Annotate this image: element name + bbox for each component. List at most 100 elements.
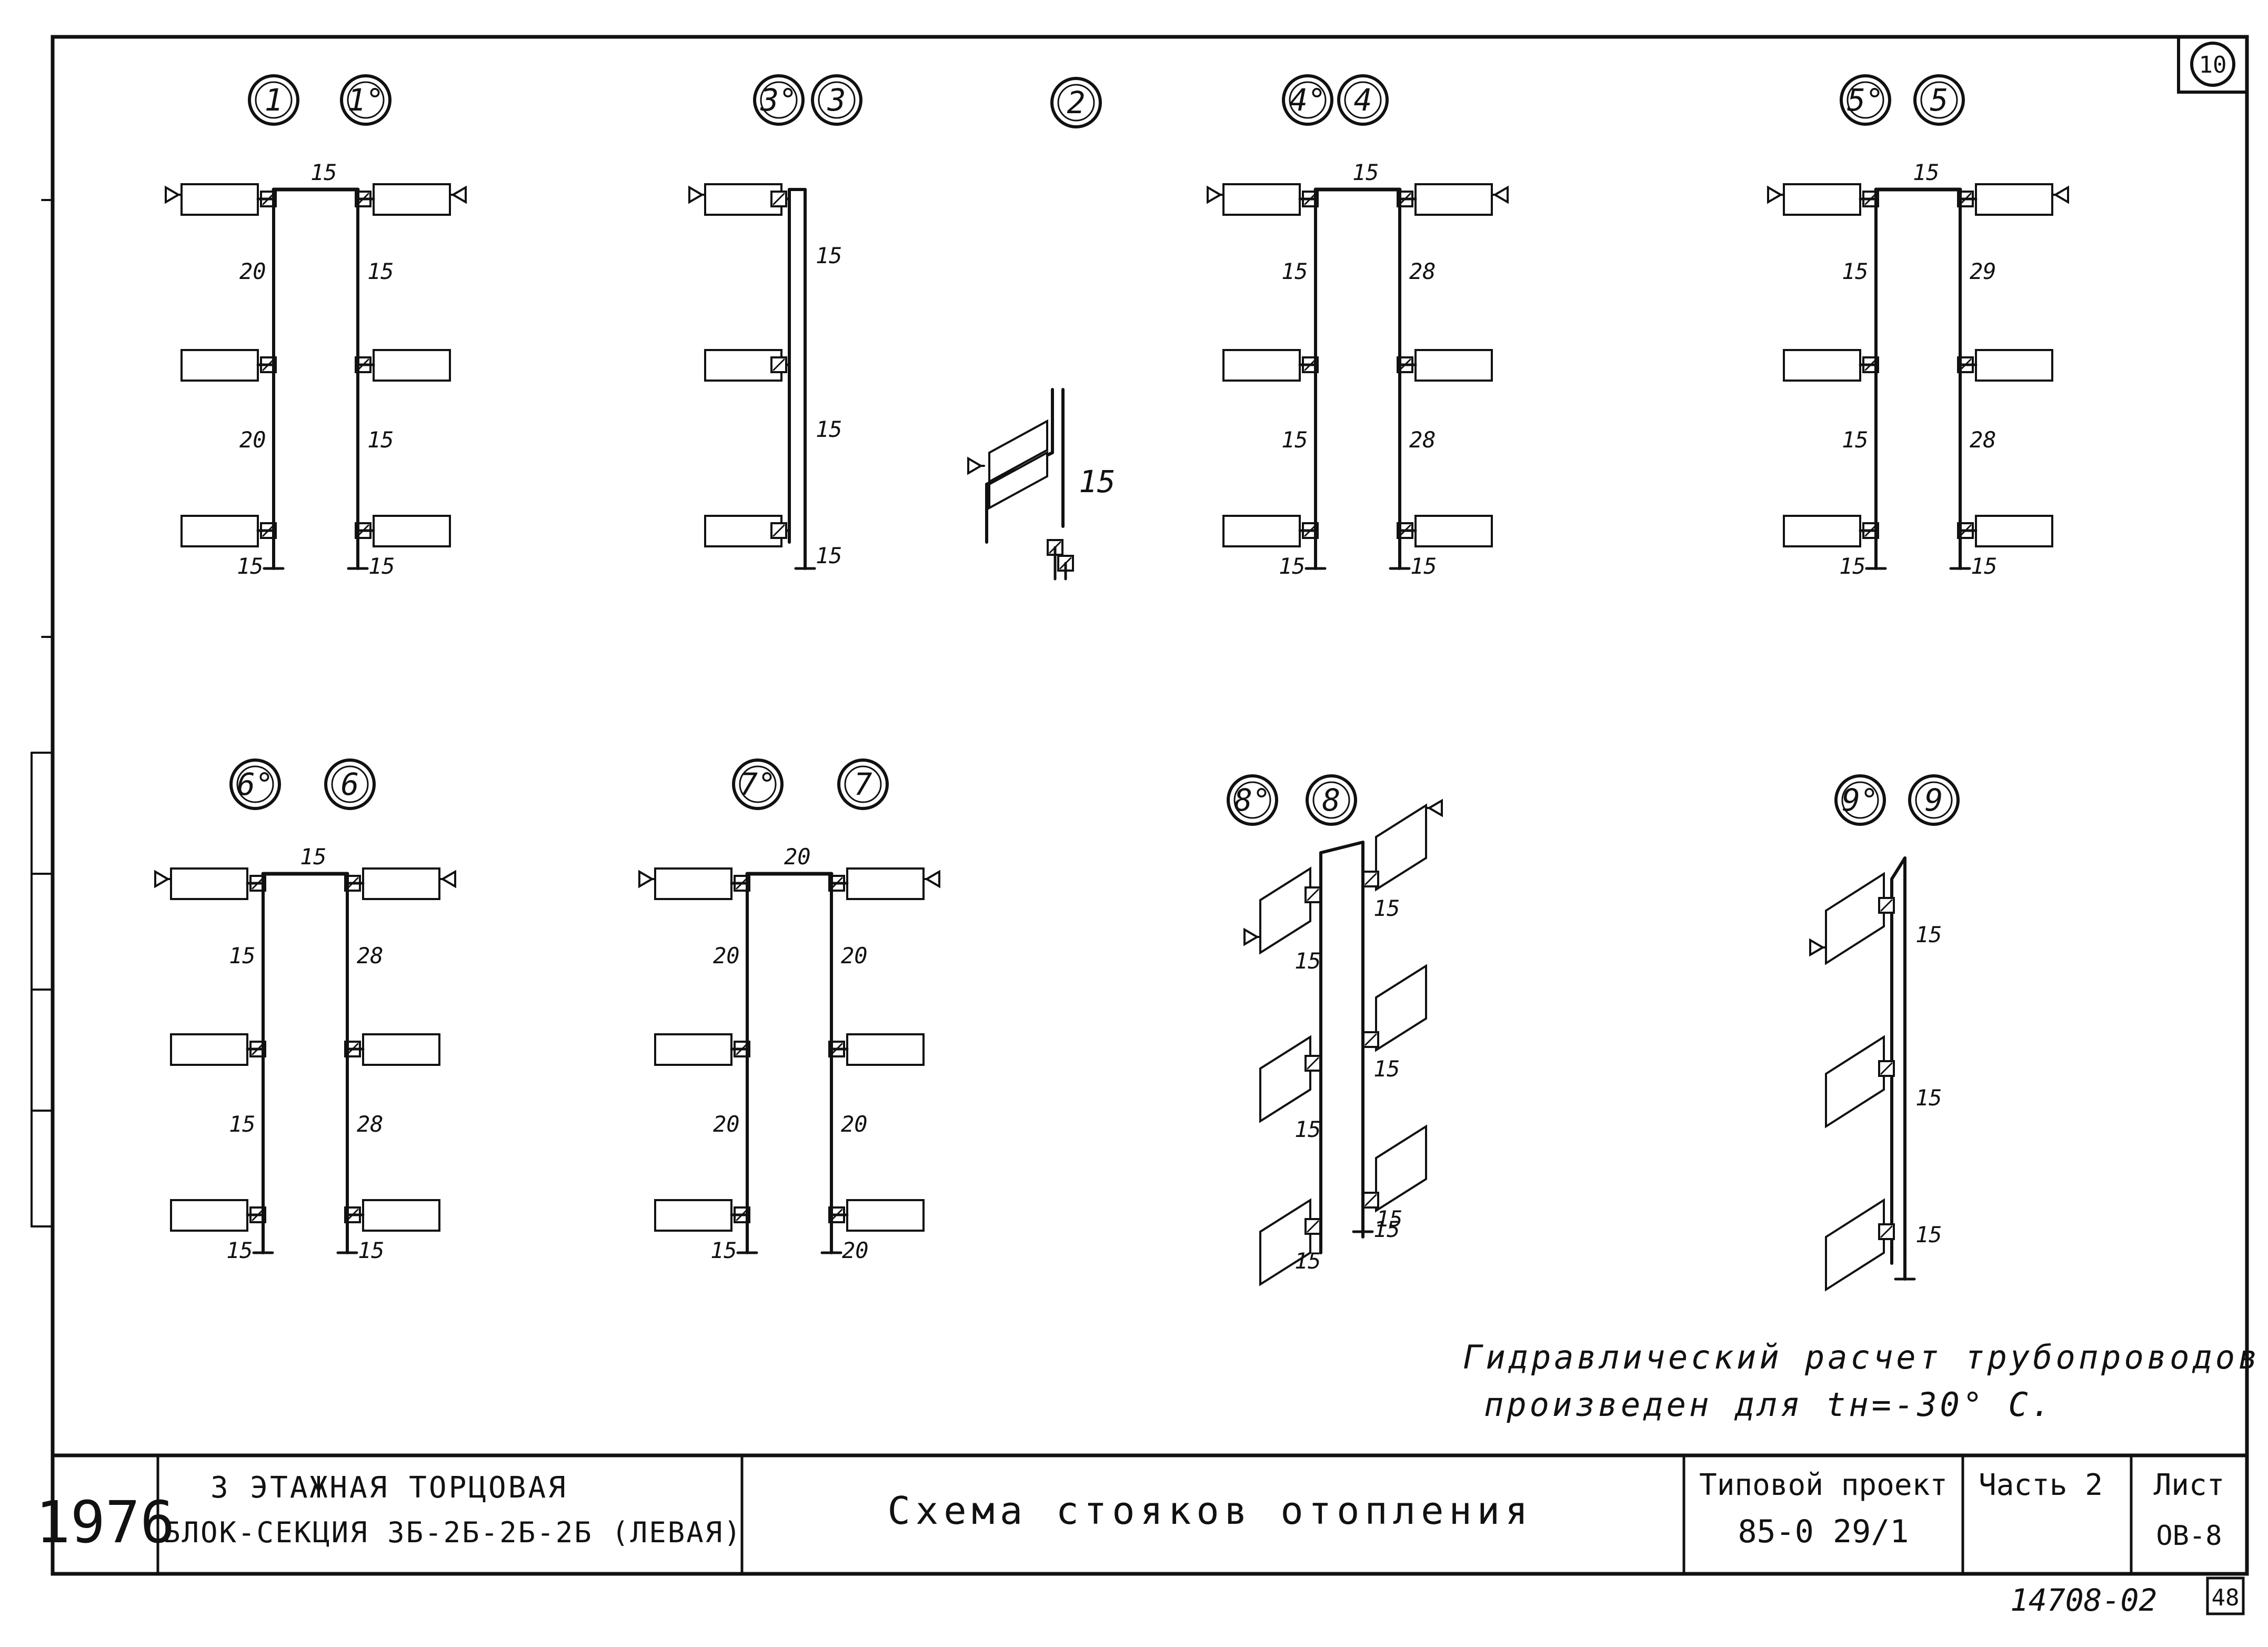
air-vent-icon [1809,938,1827,957]
valve-stem [1307,1220,1319,1233]
riser-marker-inner-circle [1841,781,1879,819]
riser-marker: 9° [1834,774,1886,826]
riser-marker-label: 5 [1930,82,1949,118]
radiator [1975,183,2053,216]
radiator [373,183,451,216]
radiator [1783,183,1861,216]
riser-marker-label: 7° [739,766,776,802]
pipe-diameter-label: 15 [1376,1206,1403,1232]
radiator [654,1033,732,1066]
riser-marker: 4° [1282,74,1333,126]
radiator [846,1033,925,1066]
riser-marker: 4 [1337,74,1389,126]
radiator-body [704,349,782,382]
radiator-body [846,867,925,900]
air-vent-cone [1427,798,1443,817]
sheet-number: 10 [2199,52,2227,78]
page-number: 48 [2212,1584,2240,1611]
riser-marker: 2 [1050,77,1102,128]
pipe-diameter-label: 15 [1294,1116,1321,1142]
pipe-diameter-label: 15 [1915,1222,1942,1247]
radiator-body [170,1199,248,1232]
radiator-body [170,1033,248,1066]
air-vent-cone [451,185,467,204]
radiator [1414,183,1493,216]
drain-fitting [1352,1204,1374,1233]
radiator [846,1199,925,1232]
valve-stem [1364,873,1377,885]
drain-fitting [820,1225,842,1254]
riser-marker-label: 5° [1847,82,1884,118]
pipe-diameter-label: 20 [239,258,266,284]
air-vent-icon [2051,185,2069,204]
riser-marker: 7° [732,758,784,810]
pipe-diameter-label: 15 [237,553,264,579]
riser-marker: 3 [811,74,862,126]
air-vent-icon [1207,185,1225,204]
drain-fitting [252,1225,274,1254]
riser-marker: 3° [753,74,805,126]
radiator-body [1222,349,1301,382]
radiator [362,867,440,900]
riser-marker-inner-circle [1312,781,1350,819]
radiator [362,1033,440,1066]
valve-icon [1878,897,1895,914]
pipe-diameter-label: 15 [368,553,395,579]
pipe-diameter-label: 15 [1294,948,1321,974]
radiator [1222,183,1301,216]
riser-marker-label: 3 [827,82,846,118]
valve-stem [772,524,785,537]
pipe-diameter-label: 15 [229,943,256,969]
radiator [1825,872,1885,965]
pipe-diameter-label: 29 [1970,258,1996,284]
valve-icon [770,356,787,373]
radiator [1825,1035,1885,1129]
air-vent-icon [1491,185,1509,204]
project-number: 85-0 29/1 [1738,1513,1909,1550]
riser-marker-label: 8 [1322,782,1341,818]
pipe-diameter-label: 20 [713,943,740,969]
radiator-body [1975,183,2053,216]
project-label: Типовой проект [1699,1468,1948,1502]
pipe-diameter-label: 15 [1352,159,1379,185]
drawing-title: Схема стояков отопления [888,1489,1533,1533]
radiator [1975,515,2053,547]
building-line-1: 3 ЭТАЖНАЯ ТОРЦОВАЯ [210,1471,568,1505]
air-vent-cone [925,870,940,889]
riser-marker: 8° [1227,774,1278,826]
pipe-diameter-label: 15 [1294,1248,1321,1274]
pipe-diameter-label: 15 [1913,159,1940,185]
radiator [373,515,451,547]
air-vent-cone [440,870,456,889]
drain-fitting [1949,541,1971,570]
top-connector [1890,856,1906,881]
radiator-body [180,349,259,382]
pipe-diameter-label: 15 [1971,553,1998,579]
air-vent-cone [1767,185,1783,204]
pipe-diameter-label: 15 [816,543,842,568]
radiator [170,1199,248,1232]
riser-marker-inner-circle [1846,81,1884,119]
radiator-body [704,183,782,216]
air-vent-icon [638,870,656,889]
riser-marker-label: 9 [1925,782,1943,818]
radiator-body [846,1033,925,1066]
riser-marker-inner-circle [255,81,293,119]
air-vent-icon [154,870,172,889]
valve-stem [772,358,785,371]
radiator [1222,349,1301,382]
valve-icon [770,191,787,207]
radiator [1259,1035,1311,1123]
valve-icon [1362,1031,1379,1048]
riser-marker-inner-circle [1289,81,1327,119]
valve-icon [1362,1192,1379,1209]
valve-stem [1880,1225,1893,1238]
air-vent-cone [1809,938,1825,957]
riser-marker: 6° [229,758,281,810]
radiator [170,867,248,900]
radiator-body [1414,183,1493,216]
riser-marker-inner-circle [818,81,856,119]
